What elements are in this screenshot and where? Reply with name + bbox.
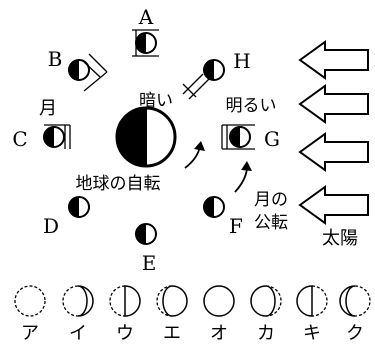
- label-G: G: [264, 127, 280, 151]
- label-F: F: [229, 214, 243, 238]
- phase-label-ki: キ: [303, 323, 321, 344]
- moon-label: 月: [39, 98, 57, 119]
- moon-H: [182, 59, 225, 100]
- phase-option-o: [203, 285, 235, 317]
- sunlight-arrows: [298, 40, 369, 225]
- label-B: B: [48, 47, 63, 71]
- earth-rotation-arrow: [184, 141, 205, 169]
- label-D: D: [43, 214, 59, 238]
- phase-option-ku: [339, 285, 371, 317]
- phase-label-ka: カ: [257, 323, 275, 344]
- moon-revolution-label-1: 月の: [254, 190, 288, 210]
- moon-G: [221, 124, 255, 150]
- phase-option-u: [109, 285, 141, 317]
- sunlight-arrow: [298, 132, 369, 172]
- phase-option-a: [14, 285, 46, 317]
- phase-label-e: エ: [163, 323, 181, 344]
- sunlight-arrow: [298, 84, 369, 124]
- dark-label: 暗い: [139, 91, 173, 111]
- phase-option-i: [62, 285, 94, 317]
- phase-label-a: ア: [21, 323, 39, 344]
- phase-label-o: オ: [210, 323, 228, 344]
- label-C: C: [12, 127, 27, 151]
- moon-C: [43, 124, 71, 149]
- earth-rotation-label: 地球の自転: [76, 174, 161, 194]
- moon-revolution-arrow: [234, 161, 252, 193]
- moon-D: [68, 196, 90, 218]
- moon-B: [68, 53, 108, 92]
- moon-F: [203, 196, 225, 218]
- sunlight-arrow: [298, 40, 369, 80]
- phase-label-ku: ク: [346, 323, 364, 344]
- phase-option-ka: [250, 285, 282, 317]
- phase-label-i: イ: [69, 323, 87, 344]
- phase-label-u: ウ: [116, 323, 134, 344]
- phase-option-e: [156, 285, 188, 317]
- phase-options: [14, 285, 371, 317]
- moon-E: [135, 223, 157, 245]
- bright-label: 明るい: [226, 96, 277, 116]
- sun-label: 太陽: [322, 228, 358, 249]
- moon-A: [132, 29, 159, 57]
- label-A: A: [138, 5, 154, 29]
- phase-option-ki: [296, 285, 328, 317]
- earth: [115, 106, 177, 168]
- sunlight-arrow: [298, 185, 369, 225]
- label-E: E: [142, 251, 157, 275]
- label-H: H: [233, 49, 250, 73]
- moon-revolution-label-2: 公転: [254, 213, 288, 233]
